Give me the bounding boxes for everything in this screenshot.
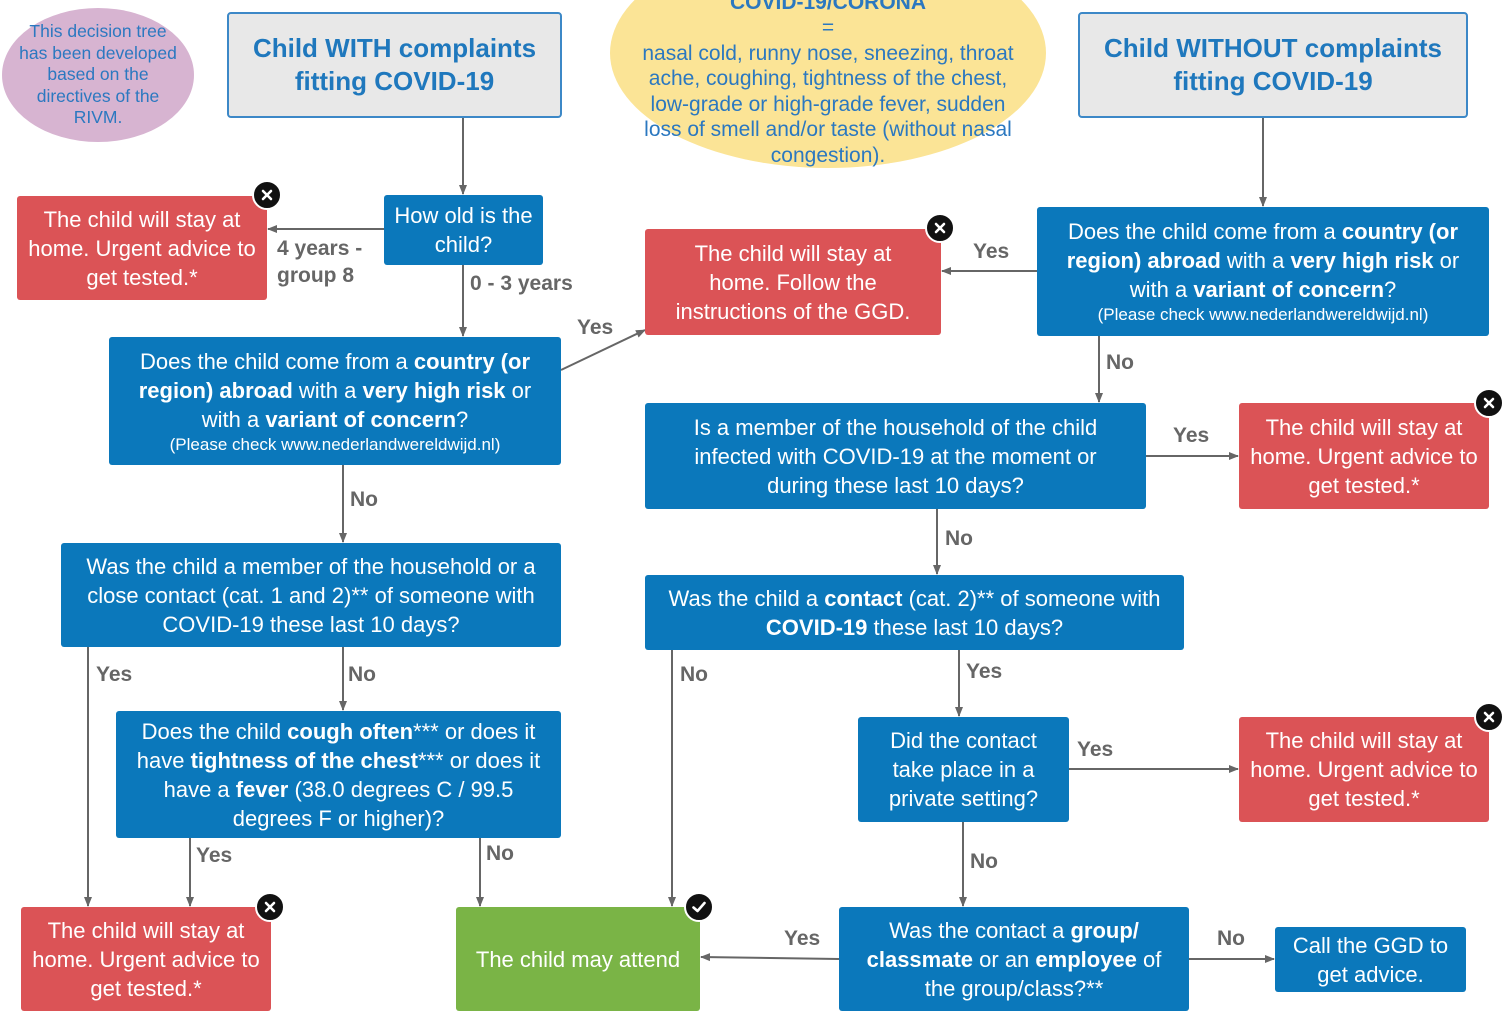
label-yes: Yes bbox=[577, 316, 614, 339]
checkmark-icon bbox=[684, 892, 714, 922]
edge-group-yes bbox=[700, 953, 840, 962]
label-yes: Yes bbox=[973, 240, 1010, 263]
question-group-classmate: Was the contact a group/ classmate or an… bbox=[839, 907, 1189, 1011]
outcome-stay-tested-symptoms: The child will stay at home. Urgent advi… bbox=[21, 907, 271, 1011]
close-icon bbox=[252, 180, 282, 210]
symptoms-title: COVID-19/CORONA bbox=[729, 0, 927, 14]
rivm-note: This decision tree has been developed ba… bbox=[2, 8, 194, 142]
outcome-stay-tested-older: The child will stay at home. Urgent advi… bbox=[17, 196, 267, 300]
label-yes: Yes bbox=[196, 844, 233, 867]
header-with-complaints: Child WITH complaints fitting COVID-19 bbox=[227, 12, 562, 118]
close-icon bbox=[1474, 702, 1504, 732]
header-without-complaints: Child WITHOUT complaints fitting COVID-1… bbox=[1078, 12, 1468, 118]
label-age-older: 4 years - group 8 bbox=[277, 237, 363, 287]
question-abroad-left: Does the child come from a country (or r… bbox=[109, 337, 561, 465]
question-household-contact: Was the child a member of the household … bbox=[61, 543, 561, 647]
question-private-setting: Did the contact take place in a private … bbox=[858, 717, 1069, 822]
outcome-may-attend: The child may attend bbox=[456, 907, 700, 1011]
label-no: No bbox=[1106, 351, 1134, 374]
symptoms-equals: = bbox=[821, 16, 835, 40]
question-abroad-right: Does the child come from a country (or r… bbox=[1037, 207, 1489, 336]
question-how-old: How old is the child? bbox=[384, 195, 543, 265]
outcome-stay-tested-private: The child will stay at home. Urgent advi… bbox=[1239, 717, 1489, 822]
outcome-stay-ggd: The child will stay at home. Follow the … bbox=[645, 229, 941, 335]
label-yes: Yes bbox=[784, 927, 821, 950]
label-no: No bbox=[350, 488, 378, 511]
label-yes: Yes bbox=[96, 663, 133, 686]
close-icon bbox=[1474, 388, 1504, 418]
label-no: No bbox=[970, 850, 998, 873]
label-yes: Yes bbox=[1077, 738, 1114, 761]
label-no: No bbox=[945, 527, 973, 550]
label-no: No bbox=[348, 663, 376, 686]
symptoms-list: nasal cold, runny nose, sneezing, throat… bbox=[642, 41, 1014, 167]
label-no: No bbox=[486, 842, 514, 865]
close-icon bbox=[925, 213, 955, 243]
question-household-infected: Is a member of the household of the chil… bbox=[645, 403, 1146, 509]
symptoms-note: COVID-19/CORONA = nasal cold, runny nose… bbox=[610, 0, 1046, 168]
abroad-check-link: (Please check www.nederlandwereldwijd.nl… bbox=[169, 434, 501, 454]
label-yes: Yes bbox=[966, 660, 1003, 683]
edge-abroad-left-yes bbox=[560, 329, 646, 371]
close-icon bbox=[255, 892, 285, 922]
question-contact-cat2: Was the child a contact (cat. 2)** of so… bbox=[645, 575, 1184, 650]
outcome-call-ggd: Call the GGD to get advice. bbox=[1275, 927, 1466, 992]
abroad-check-link: (Please check www.nederlandwereldwijd.nl… bbox=[1097, 305, 1429, 324]
question-cough-fever: Does the child cough often*** or does it… bbox=[116, 711, 561, 838]
label-yes: Yes bbox=[1173, 424, 1210, 447]
outcome-stay-tested-household: The child will stay at home. Urgent advi… bbox=[1239, 403, 1489, 509]
label-age-young: 0 - 3 years bbox=[470, 272, 573, 295]
label-no: No bbox=[680, 663, 708, 686]
label-no: No bbox=[1217, 927, 1245, 950]
